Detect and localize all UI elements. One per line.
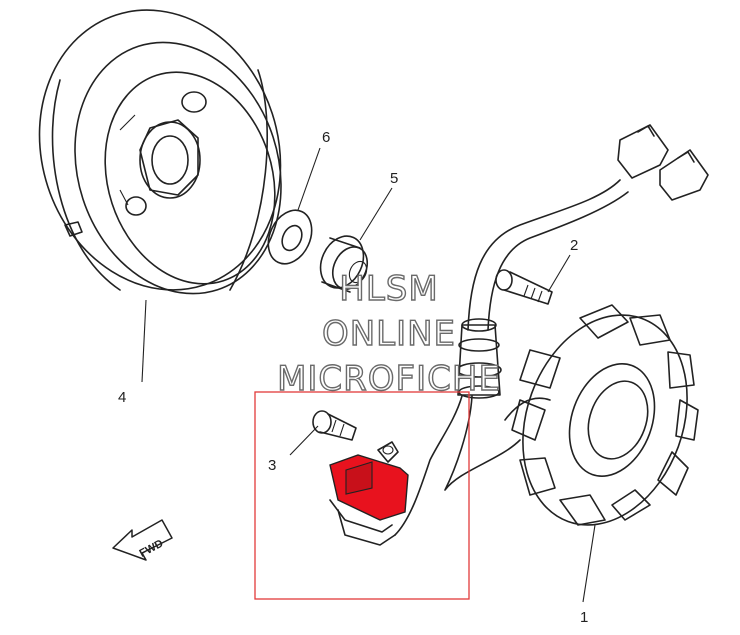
watermark-line3: MICROFICHE — [277, 359, 501, 399]
grommet — [456, 318, 502, 399]
watermark: HLSM ONLINE MICROFICHE — [276, 268, 501, 399]
coupler-connectors — [617, 124, 709, 201]
callout-rotor: 4 — [118, 389, 126, 406]
callout-stator: 1 — [580, 609, 588, 626]
callout-screw: 3 — [268, 457, 276, 474]
watermark-line1: HLSM — [339, 269, 438, 309]
wiring-harness — [394, 179, 629, 536]
bolt[interactable] — [495, 269, 553, 305]
rotor-assembly[interactable] — [4, 0, 316, 322]
nut[interactable] — [312, 229, 373, 295]
leader-lines — [141, 147, 596, 603]
callout-nut: 5 — [390, 170, 398, 187]
pickup-screw[interactable] — [312, 410, 357, 441]
callout-bolt: 2 — [570, 237, 578, 254]
washer[interactable] — [260, 203, 320, 271]
watermark-line2: ONLINE — [322, 314, 456, 354]
stator-coil[interactable] — [495, 292, 715, 548]
pickup-coil-highlighted[interactable] — [329, 441, 409, 546]
callout-washer: 6 — [322, 129, 330, 146]
fwd-arrow: FWD — [112, 519, 173, 561]
highlight-box — [254, 391, 470, 600]
